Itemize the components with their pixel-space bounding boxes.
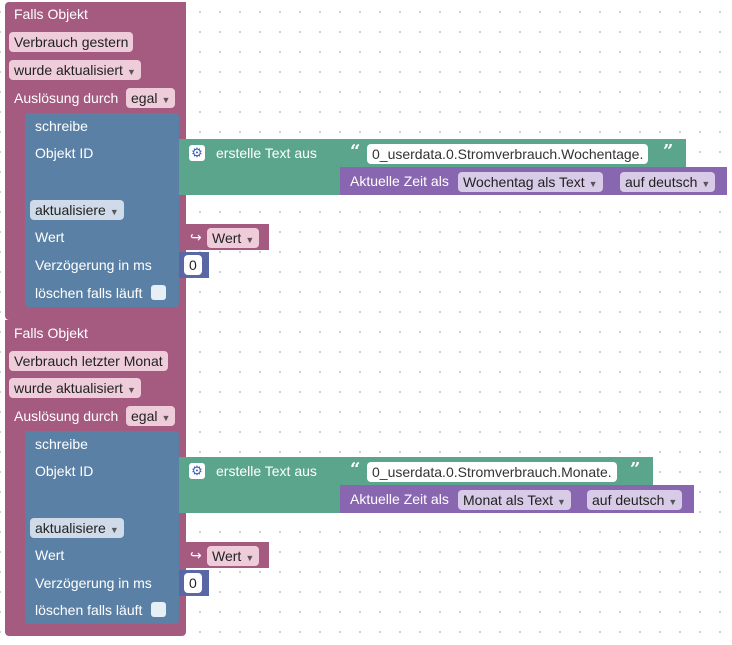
chevron-down-icon: ▼ <box>245 553 255 563</box>
clear-running-checkbox[interactable] <box>151 602 166 617</box>
event-label: Falls Objekt <box>14 325 88 341</box>
value-label: Wert <box>35 547 65 563</box>
create-text-label: erstelle Text aus <box>216 145 317 161</box>
variable-icon: ↪ <box>190 229 202 245</box>
object-id-label: Objekt ID <box>35 463 94 479</box>
delay-input[interactable]: 0 <box>184 573 202 593</box>
gear-icon[interactable]: ⚙ <box>189 145 205 161</box>
write-mode-dropdown[interactable]: aktualisiere▼ <box>30 518 124 538</box>
trigger-dropdown[interactable]: wurde aktualisiert▼ <box>9 60 141 80</box>
chevron-down-icon: ▼ <box>668 497 678 507</box>
text-literal-field[interactable]: 0_userdata.0.Stromverbrauch.Monate. <box>367 462 617 482</box>
chevron-down-icon: ▼ <box>245 235 255 245</box>
chevron-down-icon: ▼ <box>588 179 598 189</box>
clear-running-checkbox[interactable] <box>151 285 166 300</box>
chevron-down-icon: ▼ <box>557 497 566 507</box>
chevron-down-icon: ▼ <box>161 95 171 105</box>
trigger-source-dropdown[interactable]: egal▼ <box>126 88 176 108</box>
value-label: Wert <box>35 229 65 245</box>
variable-dropdown[interactable]: Wert▼ <box>207 228 260 248</box>
chevron-down-icon: ▼ <box>126 385 136 395</box>
create-text-label: erstelle Text aus <box>216 463 317 479</box>
delay-label: Verzögerung in ms <box>35 257 152 273</box>
close-quote-icon: ” <box>630 459 641 480</box>
current-time-label: Aktuelle Zeit als <box>350 173 449 189</box>
create-text-block-2[interactable] <box>179 457 340 513</box>
chevron-down-icon: ▼ <box>161 413 171 423</box>
open-quote-icon: “ <box>350 459 361 480</box>
trigger-source-label: Auslösung durch <box>14 408 119 424</box>
chevron-down-icon: ▼ <box>126 67 136 77</box>
event-label: Falls Objekt <box>14 6 88 22</box>
trigger-source-label: Auslösung durch <box>14 90 119 106</box>
language-dropdown[interactable]: auf deutsch▼ <box>620 172 716 192</box>
close-quote-icon: ” <box>663 141 674 162</box>
gear-icon[interactable]: ⚙ <box>189 463 205 479</box>
text-literal-field[interactable]: 0_userdata.0.Stromverbrauch.Wochentage. <box>367 144 649 164</box>
trigger-source-dropdown[interactable]: egal▼ <box>126 406 176 426</box>
object-name-field[interactable]: Verbrauch gestern <box>9 32 134 52</box>
write-label: schreibe <box>35 118 88 134</box>
clear-running-label: löschen falls läuft <box>35 602 143 618</box>
write-mode-dropdown[interactable]: aktualisiere▼ <box>30 200 124 220</box>
trigger-dropdown[interactable]: wurde aktualisiert▼ <box>9 378 141 398</box>
time-format-dropdown[interactable]: Wochentag als Text▼ <box>458 172 603 192</box>
time-format-dropdown[interactable]: Monat als Text▼ <box>458 490 571 510</box>
object-name-field[interactable]: Verbrauch letzter Monat <box>9 351 168 371</box>
open-quote-icon: “ <box>350 141 361 162</box>
delay-input[interactable]: 0 <box>184 255 202 275</box>
variable-dropdown[interactable]: Wert▼ <box>207 546 260 566</box>
chevron-down-icon: ▼ <box>109 207 119 217</box>
current-time-label: Aktuelle Zeit als <box>350 491 449 507</box>
object-id-label: Objekt ID <box>35 145 94 161</box>
language-dropdown[interactable]: auf deutsch▼ <box>587 490 683 510</box>
create-text-block-1[interactable] <box>179 139 340 195</box>
write-label: schreibe <box>35 436 88 452</box>
delay-label: Verzögerung in ms <box>35 575 152 591</box>
chevron-down-icon: ▼ <box>701 179 711 189</box>
clear-running-label: löschen falls läuft <box>35 285 143 301</box>
chevron-down-icon: ▼ <box>109 525 119 535</box>
variable-icon: ↪ <box>190 547 202 563</box>
